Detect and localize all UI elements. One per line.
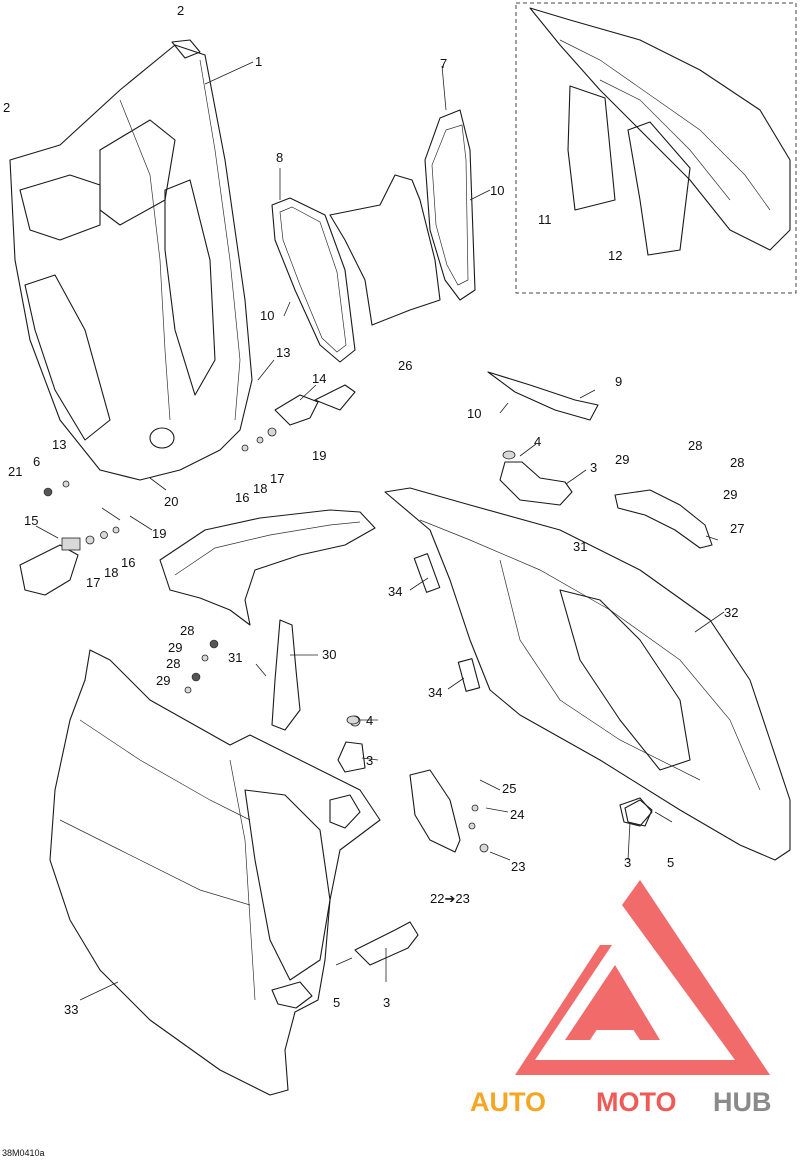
inset-box: [515, 2, 797, 294]
callout-8: 8: [276, 150, 283, 165]
callout-5b: 5: [333, 995, 340, 1010]
callout-13b: 13: [52, 437, 66, 452]
part-20-lower-trim: [159, 509, 376, 626]
callout-17a: 17: [270, 471, 284, 486]
callout-26: 26: [398, 358, 412, 373]
callout-28c: 28: [180, 623, 194, 638]
callout-22: 22➔23: [430, 891, 470, 906]
watermark-auto: AUTO: [470, 1087, 546, 1117]
callout-29d: 29: [156, 673, 170, 688]
callout-34a: 34: [388, 584, 402, 599]
watermark-moto: MOTO: [596, 1087, 677, 1117]
part-3-handle-middle: [337, 715, 366, 773]
drawing-code: 38M0410a: [2, 1148, 45, 1158]
callout-28d: 28: [166, 656, 180, 671]
callout-33: 33: [64, 1002, 78, 1017]
callout-10b: 10: [260, 308, 274, 323]
callout-19b: 19: [152, 526, 166, 541]
callouts: 1 2 2 7 8 10 10 10 11 12 13 13 14 15 16 …: [3, 3, 744, 1017]
callout-16b: 16: [121, 555, 135, 570]
callout-31b: 31: [228, 650, 242, 665]
callout-14: 14: [312, 371, 326, 386]
left-hardware: [19, 384, 356, 596]
callout-10a: 10: [490, 183, 504, 198]
callout-20: 20: [164, 494, 178, 509]
callout-11: 11: [538, 212, 552, 227]
callout-4b: 4: [366, 713, 373, 728]
leader-lines: [35, 61, 725, 1001]
callout-10c: 10: [467, 406, 481, 421]
callout-3a: 3: [590, 460, 597, 475]
callout-18b: 18: [104, 565, 118, 580]
callout-2a: 2: [177, 3, 184, 18]
callout-3c: 3: [624, 855, 631, 870]
callout-2b: 2: [3, 100, 10, 115]
part-8-vent: [271, 197, 356, 363]
callout-3d: 3: [383, 995, 390, 1010]
callout-32: 32: [724, 605, 738, 620]
callout-15: 15: [24, 513, 38, 528]
callout-23: 23: [511, 859, 525, 874]
callout-27: 27: [730, 521, 744, 536]
callout-18a: 18: [253, 481, 267, 496]
part-30-bracket: [271, 619, 301, 731]
part-9-trim: [487, 371, 599, 421]
automotohub-logo: AUTO MOTO HUB: [470, 880, 772, 1117]
callout-7: 7: [440, 56, 447, 71]
callout-5a: 5: [667, 855, 674, 870]
part-7-vent: [424, 109, 476, 301]
callout-12: 12: [608, 248, 622, 263]
part-1-front-panel: [9, 39, 253, 481]
callout-30: 30: [322, 647, 336, 662]
callout-29b: 29: [723, 487, 737, 502]
callout-17b: 17: [86, 575, 100, 590]
callout-34b: 34: [428, 685, 442, 700]
part-22-bracket: [409, 769, 489, 853]
part-33-side-panel: [49, 649, 381, 1096]
callout-24: 24: [510, 807, 524, 822]
callout-25: 25: [502, 781, 516, 796]
part-27-strip: [614, 489, 713, 549]
part-32-side-panel: [384, 487, 791, 861]
callout-4a: 4: [534, 434, 541, 449]
callout-3b: 3: [366, 753, 373, 768]
callout-6: 6: [33, 454, 40, 469]
watermark-hub: HUB: [713, 1087, 772, 1117]
part-12-shape: [627, 121, 691, 256]
callout-21: 21: [8, 464, 22, 479]
callout-1: 1: [255, 54, 262, 69]
callout-16a: 16: [235, 490, 249, 505]
part-26-grille: [329, 174, 441, 326]
callout-31a: 31: [573, 539, 587, 554]
callout-9: 9: [615, 374, 622, 389]
part-3-handle-upper: [499, 450, 573, 506]
callout-28b: 28: [730, 455, 744, 470]
part-11-shape: [567, 85, 616, 211]
callout-13a: 13: [276, 345, 290, 360]
callout-29c: 29: [168, 640, 182, 655]
callout-28a: 28: [688, 438, 702, 453]
part-3-handle-right: [624, 799, 673, 827]
callout-19a: 19: [312, 448, 326, 463]
callout-29a: 29: [615, 452, 629, 467]
part-3-handle-lower: [335, 921, 419, 966]
